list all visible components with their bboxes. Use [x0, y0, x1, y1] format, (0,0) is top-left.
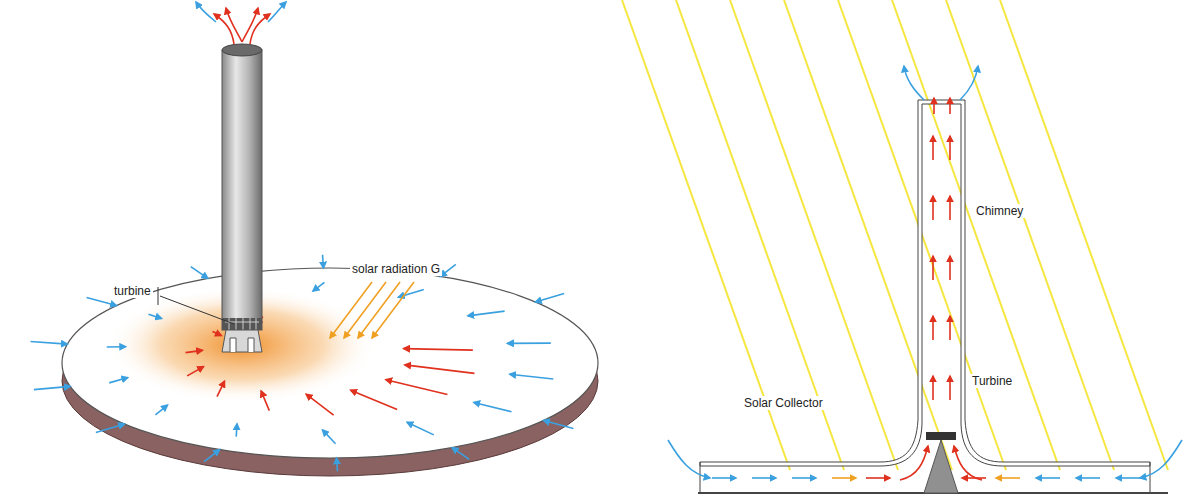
- updraft-arrow: [949, 256, 951, 280]
- inflow-arrow: [712, 477, 736, 479]
- inflow-arrow: [1076, 477, 1100, 479]
- updraft-arrow: [954, 446, 982, 480]
- chimney: [222, 50, 262, 330]
- inflow-arrow: [792, 477, 816, 479]
- exhaust-arrow: [214, 14, 234, 44]
- inflow-arrow: [398, 289, 423, 297]
- updraft-arrow: [932, 256, 934, 280]
- inflow-arrow: [322, 255, 325, 268]
- inflow-arrow: [155, 405, 167, 415]
- inflow-arrow: [96, 424, 125, 433]
- inflow-arrow: [31, 341, 68, 344]
- inflow-arrow: [510, 374, 554, 379]
- inflow-arrow: [336, 458, 339, 471]
- updraft-arrow: [932, 196, 934, 220]
- warm-air-arrow: [213, 331, 222, 335]
- inflow-arrow: [832, 477, 856, 479]
- collector-edge: [700, 462, 701, 493]
- chimney-base: [222, 330, 262, 352]
- updraft-arrow: [949, 136, 951, 160]
- updraft-arrow: [932, 136, 934, 160]
- updraft-arrow: [900, 446, 928, 480]
- inflow-arrow: [148, 314, 161, 318]
- sun-ray: [892, 0, 1060, 470]
- inflow-arrow: [996, 477, 1020, 479]
- sun-ray: [676, 0, 844, 470]
- warm-air-arrow: [351, 390, 398, 409]
- collector-roof: [62, 268, 598, 458]
- inflow-arrow: [452, 448, 469, 460]
- inflow-arrow: [107, 346, 126, 348]
- updraft-arrow: [949, 316, 951, 340]
- exhaust-arrow: [933, 98, 935, 114]
- sun-ray: [730, 0, 898, 470]
- air-flow-arrows: [31, 65, 574, 471]
- outflow-arrow: [960, 66, 978, 100]
- sun-ray: [1000, 0, 1168, 470]
- part-label: Solar Collector: [742, 396, 825, 410]
- sun-rays: [622, 0, 1168, 470]
- outflow-arrow: [196, 2, 216, 22]
- inflow-arrow: [407, 422, 434, 435]
- warm-air-arrow: [405, 365, 475, 374]
- updraft-arrow: [949, 196, 951, 220]
- inflow-arrow: [1116, 477, 1140, 479]
- warm-air-arrow: [217, 381, 224, 396]
- inflow-arrow: [191, 267, 208, 279]
- turbine-blades: [225, 318, 259, 330]
- inflow-arrow: [87, 298, 117, 306]
- solar-rays: [330, 282, 414, 338]
- inflow-arrow: [544, 420, 574, 428]
- outflow-arrow: [904, 66, 924, 100]
- inflow-arrow: [474, 402, 512, 411]
- exhaust-arrow: [949, 98, 951, 114]
- inflow-arrow: [204, 450, 219, 462]
- inflow-arrow: [1140, 440, 1182, 478]
- chimney-top: [222, 44, 262, 56]
- inflow-arrow: [535, 293, 564, 302]
- warm-air-arrow: [261, 391, 269, 411]
- exhaust-arrow: [250, 14, 270, 44]
- warm-air-arrow: [404, 349, 473, 351]
- collector-edge: [1150, 462, 1151, 493]
- updraft-arrow: [932, 376, 934, 400]
- warm-air-arrow: [186, 350, 203, 352]
- inflow-arrow: [313, 282, 325, 291]
- inflow-arrow: [235, 424, 237, 437]
- updraft-arrow: [949, 376, 951, 400]
- outflow-arrow: [268, 2, 286, 22]
- exhaust-arrow: [242, 8, 258, 42]
- air-flow-arrows: [712, 136, 1140, 478]
- part-label: Chimney: [974, 204, 1025, 218]
- leader-line: [160, 296, 234, 324]
- inflow-arrow: [668, 440, 710, 478]
- inflow-arrow: [440, 264, 455, 276]
- turbine-hub: [924, 440, 958, 493]
- inflow-arrow: [752, 477, 776, 479]
- warm-air-arrow: [187, 367, 203, 376]
- chimney-and-collector: [700, 100, 1150, 466]
- warm-air-arrow: [306, 394, 333, 415]
- inlet-openings: [230, 338, 254, 352]
- warm-air-arrow: [386, 380, 448, 395]
- inflow-arrow: [866, 477, 890, 479]
- inflow-arrow: [109, 378, 128, 383]
- part-label: turbine: [112, 284, 153, 298]
- inflow-arrow: [468, 311, 505, 316]
- turbine: [926, 432, 956, 440]
- inflow-arrow: [508, 342, 551, 344]
- inflow-arrow: [34, 386, 70, 389]
- updraft-arrow: [932, 316, 934, 340]
- part-label: solar radiation G: [350, 262, 442, 276]
- turbine-ring: [222, 318, 262, 330]
- sun-ray: [946, 0, 1114, 470]
- inflow-arrow: [322, 430, 335, 444]
- part-label: Turbine: [970, 374, 1014, 388]
- inflow-arrow: [1036, 477, 1060, 479]
- leader-line: [158, 287, 159, 305]
- exhaust-arrow: [226, 8, 242, 42]
